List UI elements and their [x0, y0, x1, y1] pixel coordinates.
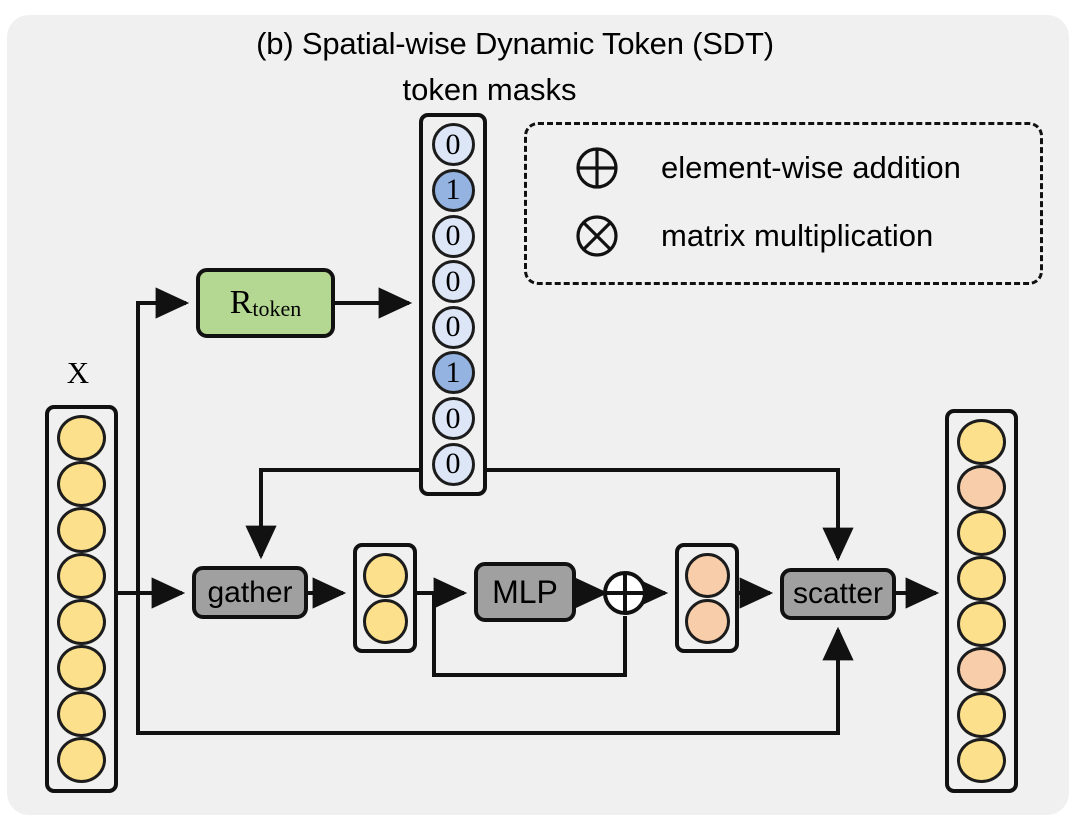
processed-token-column [675, 543, 739, 653]
input-token [57, 553, 106, 599]
output-token [957, 692, 1006, 738]
input-token [57, 461, 106, 507]
legend-box: element-wise addition matrix multiplicat… [524, 122, 1043, 285]
token-masks-label-text: token masks [402, 72, 577, 107]
input-token [57, 737, 106, 783]
processed-token [684, 598, 730, 644]
times-circle-icon [569, 213, 625, 259]
rtoken-subscript: token [252, 296, 302, 321]
mask-token: 0 [431, 260, 475, 304]
gathered-token-column [353, 543, 417, 653]
output-token [957, 646, 1006, 692]
output-token [957, 737, 1006, 783]
scatter-block[interactable]: scatter [780, 568, 896, 620]
output-token [957, 419, 1006, 465]
mask-token: 1 [431, 351, 475, 395]
figure-title: (b) Spatial-wise Dynamic Token (SDT) [0, 26, 1076, 62]
input-token-column [45, 405, 118, 793]
mask-token: 0 [431, 123, 475, 167]
output-token [957, 601, 1006, 647]
output-token [957, 510, 1006, 556]
input-token [57, 415, 106, 461]
output-token [957, 464, 1006, 510]
plus-circle-icon [569, 145, 625, 191]
input-token [57, 599, 106, 645]
output-token [957, 555, 1006, 601]
input-label: X [66, 355, 90, 390]
mask-token: 1 [431, 168, 475, 212]
gathered-token [362, 552, 408, 598]
legend-label-multiplication: matrix multiplication [661, 218, 934, 253]
mask-token: 0 [431, 442, 475, 486]
token-mask-column: 0 1 0 0 0 1 0 0 [419, 113, 487, 496]
legend-label-addition: element-wise addition [661, 150, 961, 185]
mask-token: 0 [431, 397, 475, 441]
mlp-block[interactable]: MLP [474, 562, 576, 622]
input-token [57, 645, 106, 691]
figure-title-text: (b) Spatial-wise Dynamic Token (SDT) [256, 26, 774, 61]
input-token [57, 691, 106, 737]
legend-item-multiplication: matrix multiplication [569, 213, 933, 259]
processed-token [684, 552, 730, 598]
legend-item-addition: element-wise addition [569, 145, 961, 191]
gathered-token [362, 598, 408, 644]
output-token-column [945, 409, 1018, 793]
mask-token: 0 [431, 214, 475, 258]
token-masks-label: token masks [0, 72, 1076, 108]
gather-block[interactable]: gather [192, 566, 308, 619]
rtoken-label: R [229, 284, 253, 321]
input-token [57, 507, 106, 553]
mask-token: 0 [431, 305, 475, 349]
